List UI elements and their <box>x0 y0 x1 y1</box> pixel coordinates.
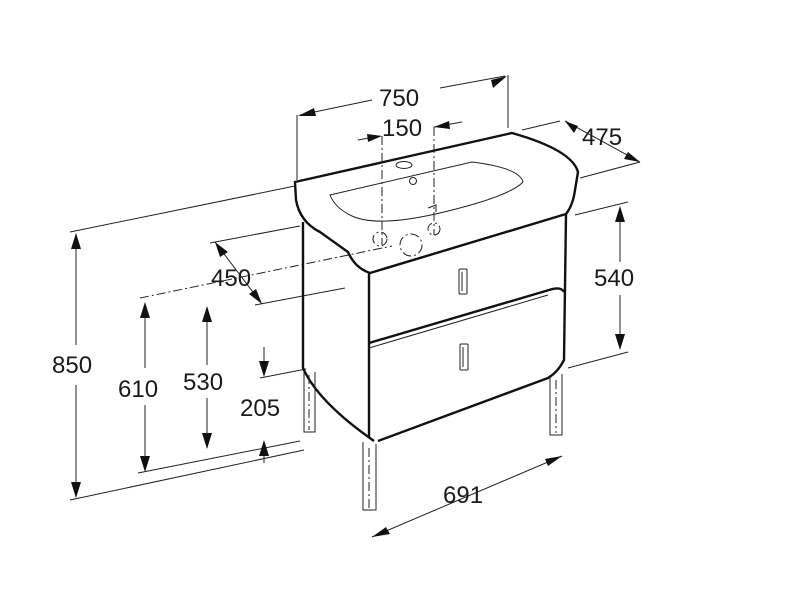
waste-pipe-icon <box>399 233 423 257</box>
dim-850: 850 <box>52 352 92 379</box>
dim-150: 150 <box>382 115 422 142</box>
upper-drawer-handle-icon <box>458 268 468 295</box>
dim-475: 475 <box>582 124 622 151</box>
dim-540: 540 <box>594 265 634 292</box>
drawer-divider <box>368 287 566 345</box>
cabinet-right-side <box>377 213 568 443</box>
dimension-labels: 750 150 475 450 540 850 610 530 205 691 <box>52 85 634 509</box>
dim-530: 530 <box>183 369 223 396</box>
basin-bowl <box>329 161 524 222</box>
cabinet-left-side <box>301 222 375 442</box>
dim-610: 610 <box>118 376 158 403</box>
basin-top <box>293 131 580 275</box>
dim-205: 205 <box>240 395 280 422</box>
dimension-lines <box>69 75 641 538</box>
legs <box>303 372 563 511</box>
overflow-hole-icon <box>409 177 417 185</box>
vanity-unit <box>293 131 580 511</box>
lower-drawer-handle-icon <box>459 343 469 371</box>
dim-450: 450 <box>211 265 251 292</box>
dim-750: 750 <box>379 85 419 112</box>
dim-691: 691 <box>443 482 483 509</box>
tap-hole-icon <box>395 161 413 169</box>
